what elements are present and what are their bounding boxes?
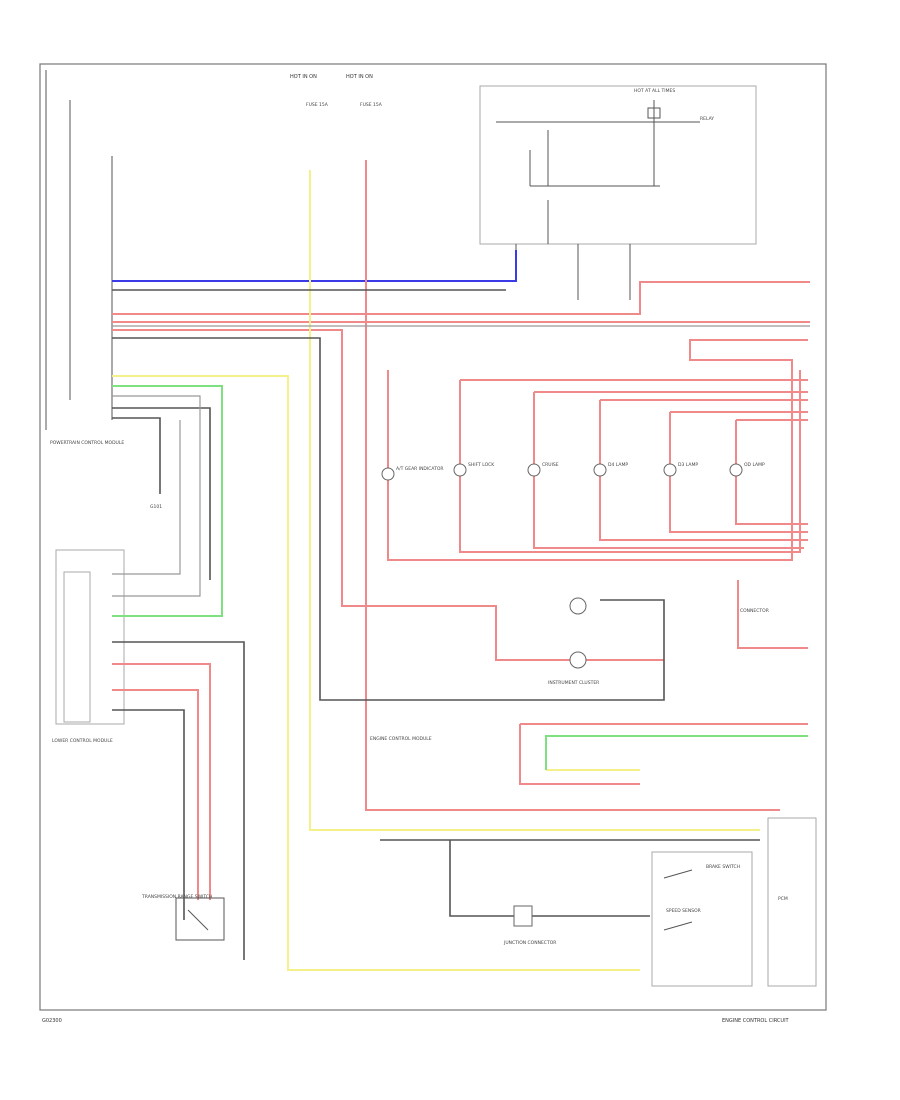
top-right-box	[479, 85, 757, 245]
label-instrument-cluster: INSTRUMENT CLUSTER	[548, 680, 599, 686]
switch-glyphs	[175, 869, 693, 941]
wire-green	[112, 385, 223, 617]
label-range-switch: TRANSMISSION RANGE SWITCH	[141, 894, 212, 900]
wire-yellow-2	[112, 375, 640, 971]
wire-red-group	[112, 160, 810, 900]
label-lamp-1: SHIFT LOCK	[468, 462, 495, 468]
label-pcm-right: PCM	[778, 896, 788, 902]
wire-yellow	[309, 170, 760, 831]
lamp-row	[381, 463, 743, 669]
label-connector: CONNECTOR	[740, 608, 769, 614]
footer-right: ENGINE CONTROL CIRCUIT	[722, 1018, 790, 1024]
label-junction: JUNCTION CONNECTOR	[503, 940, 556, 946]
right-switch-box	[651, 851, 753, 987]
label-lamp-3: D4 LAMP	[608, 462, 628, 468]
label-hot-a: HOT IN ON	[290, 74, 317, 80]
wire-gray-group	[112, 325, 810, 597]
label-engine-module: ENGINE CONTROL MODULE	[370, 736, 432, 742]
diagram-frame	[39, 63, 827, 1011]
label-ground: G101	[150, 504, 162, 510]
label-left-module: POWERTRAIN CONTROL MODULE	[50, 440, 124, 446]
label-relay: RELAY	[700, 116, 714, 122]
label-lamp-0: A/T GEAR INDICATOR	[396, 466, 444, 472]
wire-green-2	[545, 735, 808, 770]
label-top-right-fuse: HOT AT ALL TIMES	[634, 88, 675, 94]
label-lamp-2: CRUISE	[542, 462, 559, 468]
label-lamp-5: OD LAMP	[744, 462, 765, 468]
left-module-block	[45, 70, 125, 725]
junction-box	[513, 905, 533, 927]
wire-blue	[112, 250, 517, 282]
label-lamp-4: D3 LAMP	[678, 462, 698, 468]
footer-left: G02300	[42, 1018, 62, 1024]
label-brake-switch: BRAKE SWITCH	[706, 864, 740, 870]
top-right-relay	[496, 100, 700, 300]
label-lower-module: LOWER CONTROL MODULE	[52, 738, 113, 744]
label-speed-sensor: SPEED SENSOR	[666, 908, 701, 914]
label-hot-b: HOT IN ON	[346, 74, 373, 80]
wire-black-group	[112, 289, 760, 960]
label-fuse-b: FUSE 15A	[360, 102, 383, 108]
right-pcm-box	[767, 817, 817, 987]
label-fuse-a: FUSE 15A	[306, 102, 329, 108]
